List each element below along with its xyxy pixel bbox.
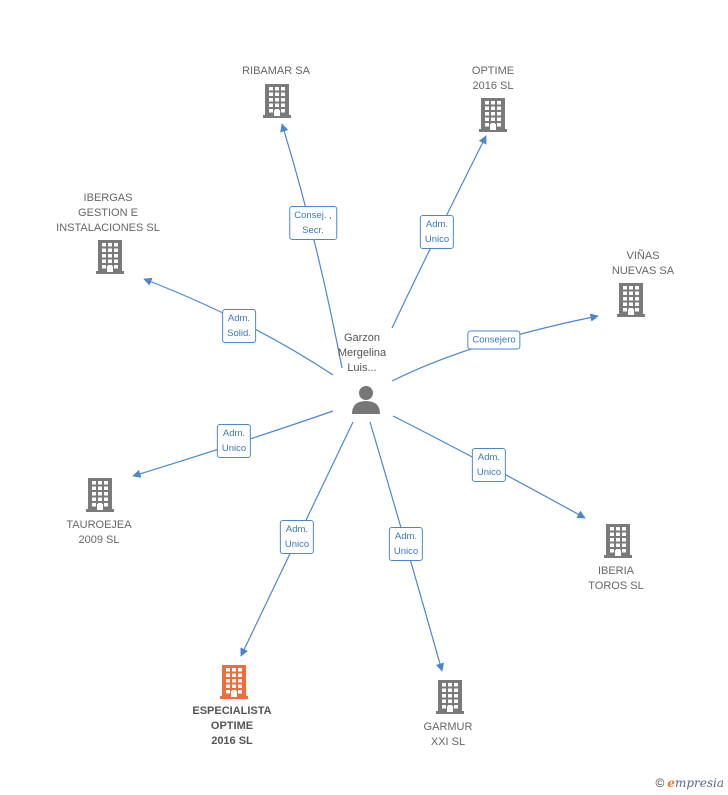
company-name-optime[interactable]: OPTIME 2016 SL	[471, 65, 515, 92]
edge-ribamar	[280, 123, 343, 369]
edge-label-especialista[interactable]: Adm. Unico	[279, 520, 315, 554]
company-name-garmur[interactable]: GARMUR XXI SL	[423, 721, 473, 748]
person-name[interactable]: Garzon Mergelina Luis...	[337, 332, 387, 374]
company-name-especialista[interactable]: ESPECIALISTA OPTIME 2016 SL	[192, 705, 272, 747]
person-icon[interactable]	[352, 386, 380, 414]
company-name-ribamar[interactable]: RIBAMAR SA	[242, 65, 310, 77]
company-name-tauroejea[interactable]: TAUROEJEA 2009 SL	[66, 519, 132, 546]
building-icon-ribamar[interactable]	[263, 84, 291, 118]
edge-label-ibergas[interactable]: Adm. Solid.	[222, 309, 256, 343]
edge-label-tauroejea[interactable]: Adm. Unico	[216, 424, 252, 458]
building-icon-optime[interactable]	[479, 98, 507, 132]
brand-initial: e	[667, 776, 675, 790]
company-name-vinas[interactable]: VIÑAS NUEVAS SA	[611, 250, 675, 277]
building-icon-tauroejea[interactable]	[86, 478, 114, 512]
copyright-symbol: ©	[655, 776, 665, 790]
brand-watermark: ©empresia	[655, 776, 724, 790]
company-name-iberia[interactable]: IBERIA TOROS SL	[588, 565, 644, 592]
edge-label-iberia[interactable]: Adm. Unico	[471, 448, 507, 482]
building-icon-ibergas[interactable]	[96, 240, 124, 274]
edge-label-ribamar[interactable]: Consej. , Secr.	[289, 206, 337, 240]
building-icon-garmur[interactable]	[436, 680, 464, 714]
building-icon-iberia[interactable]	[604, 524, 632, 558]
edge-label-optime[interactable]: Adm. Unico	[419, 215, 455, 249]
edge-label-garmur[interactable]: Adm. Unico	[388, 527, 424, 561]
building-icon-especialista[interactable]	[220, 665, 248, 699]
brand-name: mpresia	[674, 776, 724, 790]
company-name-ibergas[interactable]: IBERGAS GESTION E INSTALACIONES SL	[56, 192, 160, 234]
edge-label-vinas[interactable]: Consejero	[467, 330, 521, 350]
building-icon-vinas[interactable]	[617, 283, 645, 317]
